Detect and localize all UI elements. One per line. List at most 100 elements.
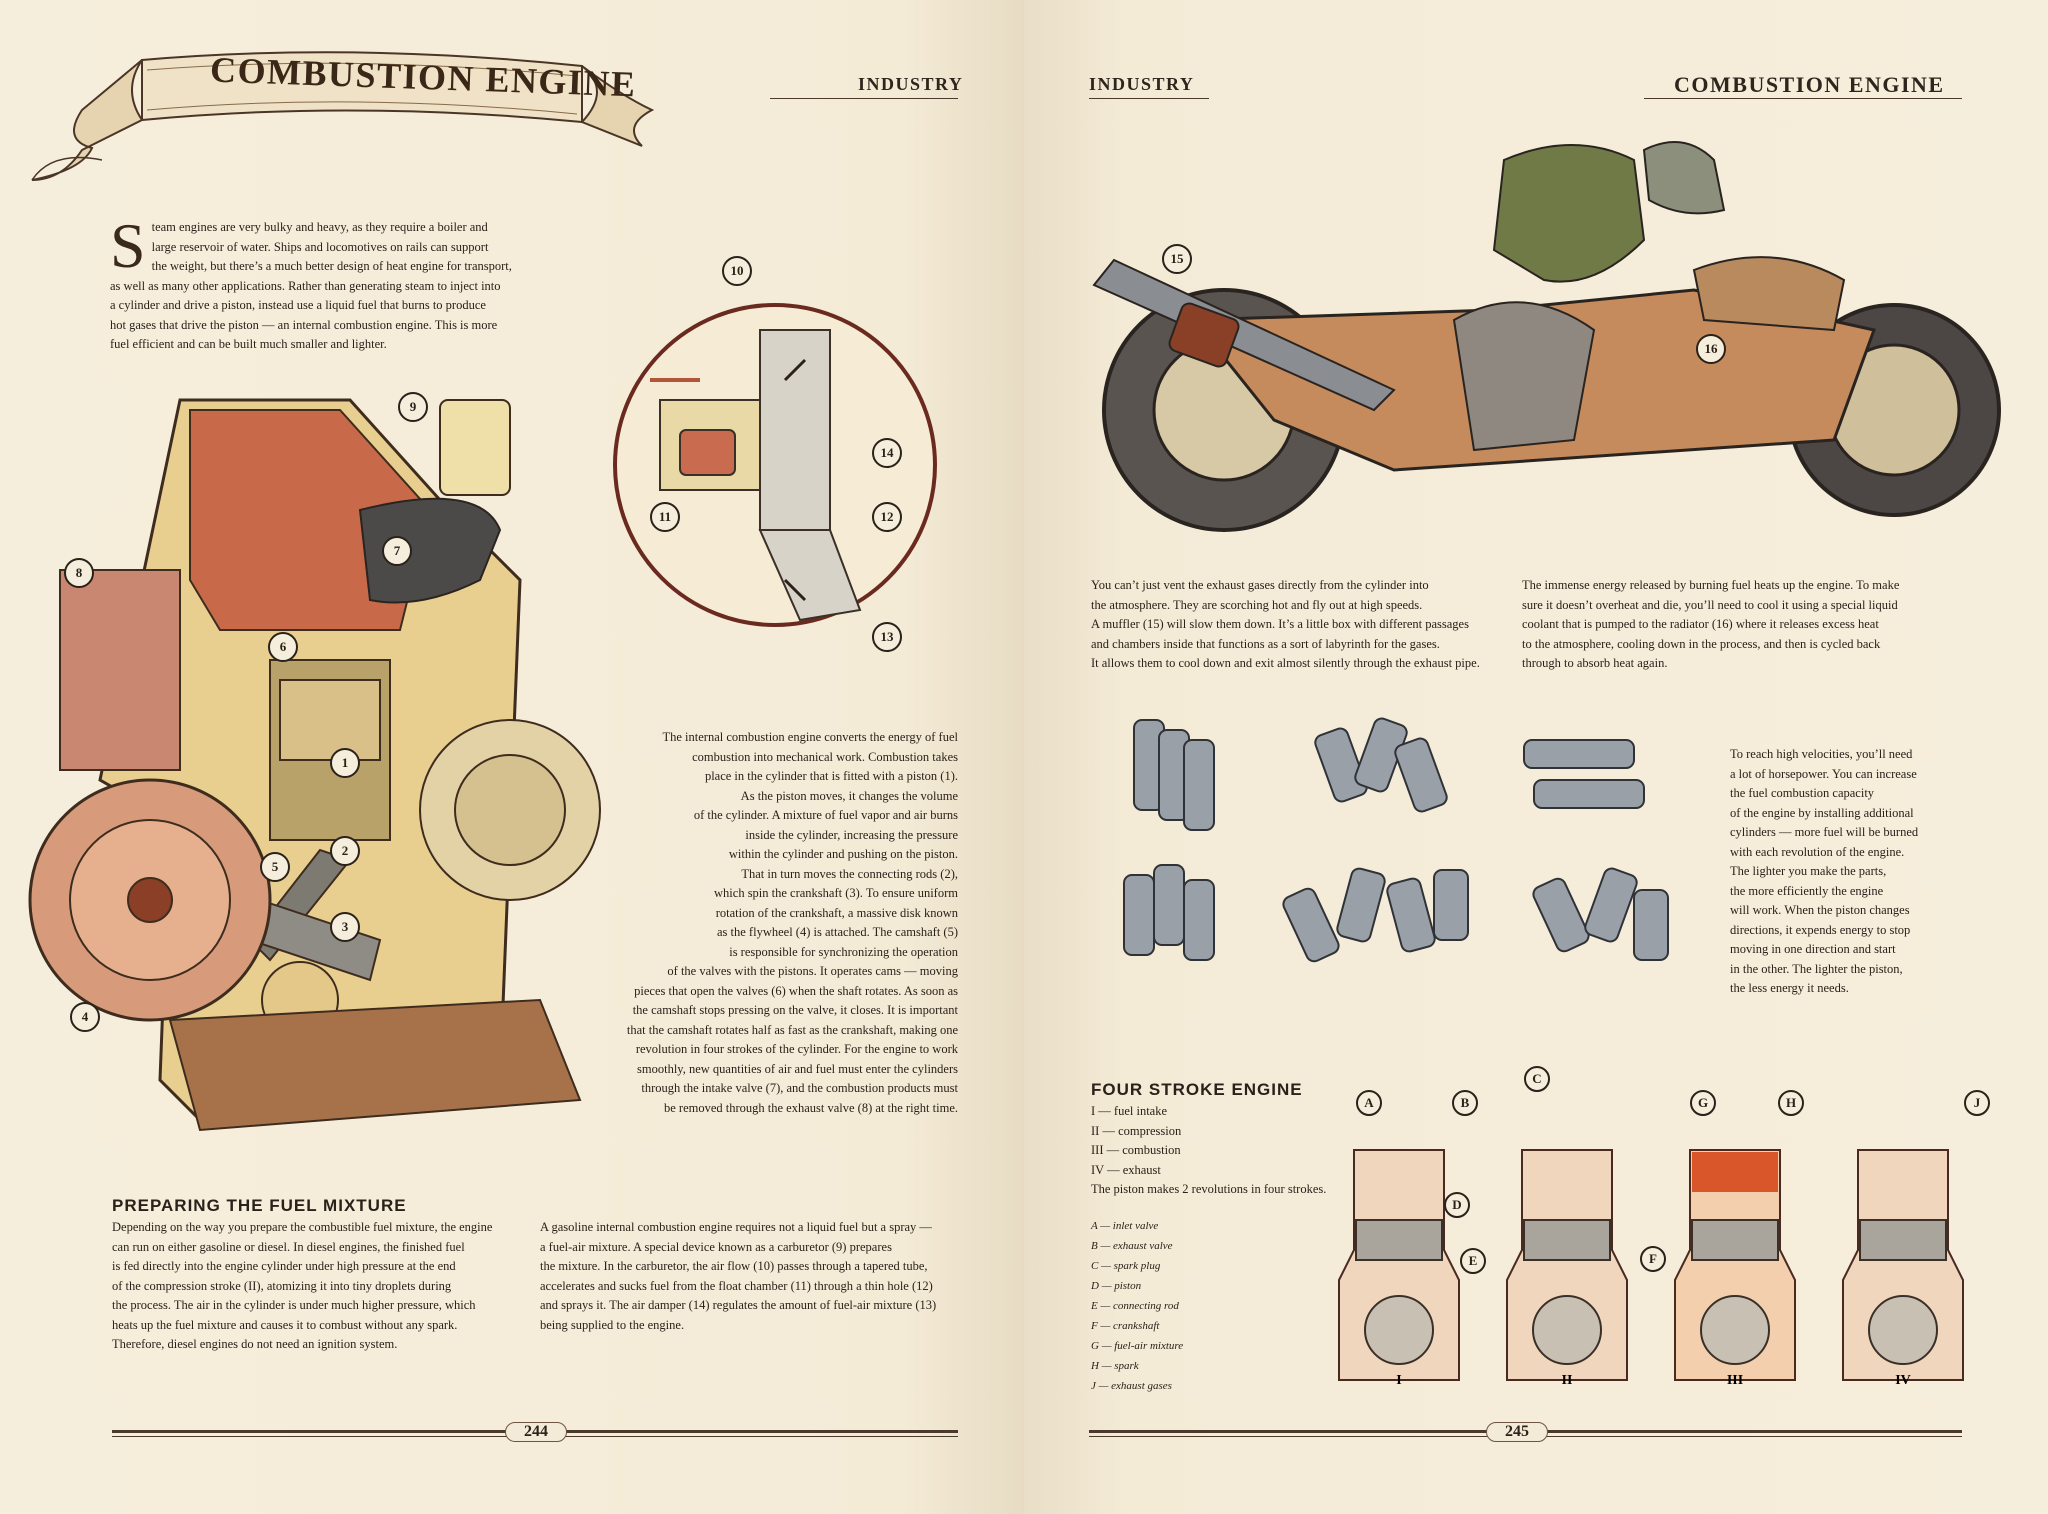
fuel-line: A gasoline internal combustion engine re…	[540, 1220, 932, 1234]
velocity-line: the more efficiently the engine	[1730, 883, 1884, 898]
callout-5: 5	[260, 852, 290, 882]
title-banner	[31, 51, 655, 181]
body-line: revolution in four strokes of the cylind…	[635, 1042, 958, 1056]
stroke-diagram-III: III	[1674, 1149, 1796, 1388]
callout-E: E	[1460, 1248, 1486, 1274]
intro-line: hot gases that drive the piston — an int…	[110, 317, 498, 332]
velocity-line: To reach high velocities, you’ll need	[1730, 747, 1913, 761]
callout-8: 8	[64, 558, 94, 588]
body-line: smoothly, new quantities of air and fuel…	[637, 1061, 958, 1076]
body-line: The internal combustion engine converts …	[662, 730, 958, 744]
radiator-line: through to absorb heat again.	[1522, 656, 1668, 670]
radiator-line: coolant that is pumped to the radiator (…	[1522, 617, 1879, 631]
callout-1: 1	[330, 748, 360, 778]
body-line: the camshaft stops pressing on the valve…	[632, 1003, 958, 1017]
drop-cap: S	[110, 210, 146, 281]
fuel-line: is fed directly into the engine cylinder…	[112, 1259, 456, 1273]
stroke-diagram-IV: IV	[1842, 1149, 1964, 1388]
motorcycle-illustration	[1092, 141, 2001, 532]
callout-14: 14	[872, 438, 902, 468]
four-stroke-line: III — combustion	[1091, 1143, 1181, 1157]
legend-line: E — connecting rod	[1091, 1300, 1179, 1312]
header-rule	[770, 98, 958, 99]
engine-description: The internal combustion engine converts …	[520, 728, 958, 1118]
callout-J: J	[1964, 1090, 1990, 1116]
carburetor-inset	[613, 303, 937, 627]
fuel-line: Therefore, diesel engines do not need an…	[112, 1337, 398, 1351]
body-line: rotation of the crankshaft, a massive di…	[715, 905, 958, 920]
header-label: INDUSTRY	[858, 74, 964, 94]
stroke-diagram-I: I	[1338, 1149, 1460, 1388]
velocity-line: the fuel combustion capacity	[1730, 786, 1875, 800]
cylinder-configurations	[1123, 717, 1669, 963]
body-line: place in the cylinder that is fitted wit…	[704, 769, 958, 783]
four-stroke-line: IV — exhaust	[1091, 1162, 1161, 1177]
callout-A: A	[1356, 1090, 1382, 1116]
stroke-numeral: II	[1562, 1373, 1573, 1388]
header-left-label: INDUSTRY	[1089, 74, 1195, 94]
legend-line: G — fuel-air mixture	[1091, 1340, 1184, 1352]
callout-10: 10	[722, 256, 752, 286]
body-line: That in turn moves the connecting rods (…	[741, 866, 958, 881]
callout-16: 16	[1696, 334, 1726, 364]
radiator-column: The immense energy released by burning f…	[1522, 576, 1962, 674]
velocity-line: cylinders — more fuel will be burned	[1730, 825, 1919, 839]
callout-G: G	[1690, 1090, 1716, 1116]
left-page: COMBUSTION ENGINE INDUSTRY S team engine…	[0, 0, 1024, 1514]
body-line: of the cylinder. A mixture of fuel vapor…	[693, 808, 958, 822]
stroke-numeral: I	[1396, 1373, 1401, 1388]
header-rule-right	[1644, 98, 1962, 99]
four-stroke-line: The piston makes 2 revolutions in four s…	[1091, 1182, 1327, 1196]
stroke-diagram-II: II	[1506, 1149, 1628, 1388]
body-line: which spin the crankshaft (3). To ensure…	[714, 886, 958, 900]
body-line: be removed through the exhaust valve (8)…	[663, 1100, 958, 1115]
intro-line: a cylinder and drive a piston, instead u…	[110, 298, 486, 312]
fuel-column-1: Depending on the way you prepare the com…	[112, 1218, 532, 1355]
callout-9: 9	[398, 392, 428, 422]
body-line: of the valves with the pistons. It opera…	[667, 964, 958, 978]
legend-line: C — spark plug	[1091, 1260, 1161, 1272]
muffler-line: and chambers inside that functions as a …	[1091, 636, 1440, 651]
body-line: pieces that open the valves (6) when the…	[634, 983, 958, 998]
stroke-legend: A — inlet valve B — exhaust valve C — spar…	[1091, 1216, 1231, 1396]
fuel-column-2: A gasoline internal combustion engine re…	[540, 1218, 970, 1335]
stroke-numeral: III	[1727, 1373, 1743, 1388]
body-line: is responsible for synchronizing the ope…	[729, 944, 958, 959]
legend-line: D — piston	[1091, 1280, 1142, 1292]
legend-line: B — exhaust valve	[1091, 1240, 1173, 1252]
legend-line: A — inlet valve	[1091, 1220, 1159, 1232]
page-number-244: 244	[505, 1422, 567, 1442]
callout-H: H	[1778, 1090, 1804, 1116]
body-line: through the intake valve (7), and the co…	[641, 1081, 958, 1095]
body-line: within the cylinder and pushing on the p…	[728, 847, 958, 861]
intro-line: large reservoir of water. Ships and loco…	[151, 239, 489, 254]
callout-C: C	[1524, 1066, 1550, 1092]
header-rule-left	[1089, 98, 1209, 99]
muffler-column: You can’t just vent the exhaust gases di…	[1091, 576, 1511, 674]
body-line: As the piston moves, it changes the volu…	[740, 788, 958, 803]
fuel-line: and sprays it. The air damper (14) regul…	[540, 1298, 937, 1312]
velocity-line: directions, it expends energy to stop	[1730, 922, 1911, 937]
velocity-line: with each revolution of the engine.	[1730, 844, 1905, 859]
four-stroke-line: I — fuel intake	[1091, 1104, 1168, 1118]
body-line: as the flywheel (4) is attached. The cam…	[717, 925, 958, 939]
radiator-line: The immense energy released by burning f…	[1522, 578, 1900, 592]
velocity-line: will work. When the piston changes	[1730, 903, 1910, 917]
header-right-label: COMBUSTION ENGINE	[1674, 72, 1945, 97]
radiator-line: sure it doesn’t overheat and die, you’ll…	[1522, 597, 1898, 612]
legend-line: F — crankshaft	[1091, 1320, 1160, 1332]
callout-F: F	[1640, 1246, 1666, 1272]
page-number-245: 245	[1486, 1422, 1548, 1442]
body-line: that the camshaft rotates half as fast a…	[626, 1022, 958, 1037]
four-stroke-line: II — compression	[1091, 1123, 1182, 1138]
fuel-line: Depending on the way you prepare the com…	[112, 1220, 493, 1234]
callout-3: 3	[330, 912, 360, 942]
muffler-line: the atmosphere. They are scorching hot a…	[1091, 597, 1423, 612]
body-line: inside the cylinder, increasing the pres…	[745, 827, 958, 842]
callout-13: 13	[872, 622, 902, 652]
muffler-line: It allows them to cool down and exit alm…	[1091, 656, 1480, 670]
intro-line: fuel efficient and can be built much sma…	[110, 337, 387, 351]
